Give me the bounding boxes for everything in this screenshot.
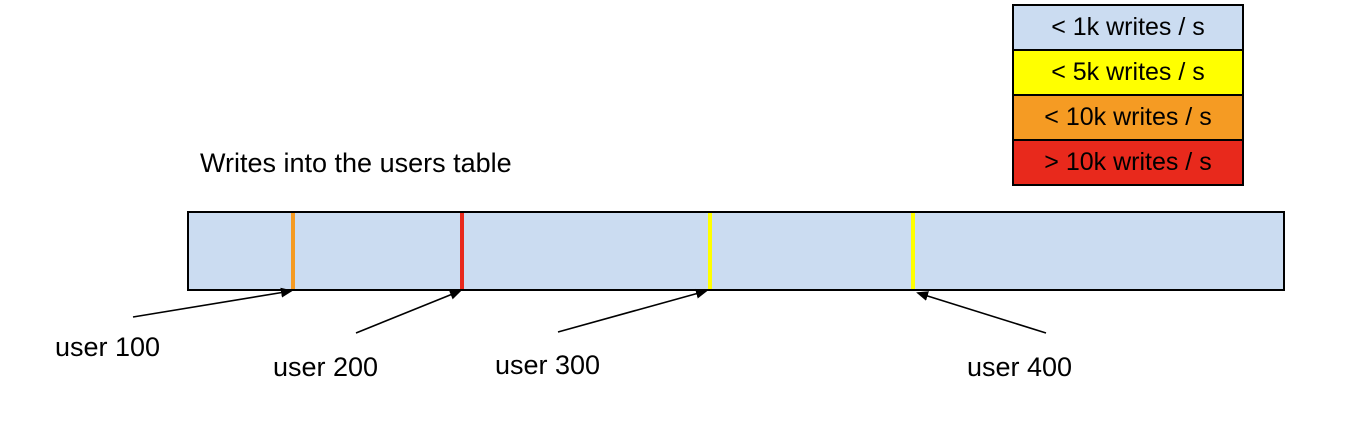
users-table-bar xyxy=(187,211,1285,291)
user-write-marker-line xyxy=(911,213,915,289)
legend-row-label: < 10k writes / s xyxy=(1044,103,1212,131)
diagram-title: Writes into the users table xyxy=(200,148,512,178)
write-rate-legend: < 1k writes / s < 5k writes / s < 10k writ… xyxy=(1012,4,1244,186)
legend-row: < 10k writes / s xyxy=(1012,94,1244,141)
arrow-line xyxy=(557,288,708,333)
legend-row: > 10k writes / s xyxy=(1012,139,1244,186)
legend-row: < 1k writes / s xyxy=(1012,4,1244,51)
arrow-line xyxy=(355,290,462,334)
arrow-line xyxy=(916,291,1047,334)
legend-row: < 5k writes / s xyxy=(1012,49,1244,96)
user-label: user 300 xyxy=(495,350,601,380)
user-label: user 400 xyxy=(967,352,1073,382)
user-write-marker-line xyxy=(291,213,295,289)
user-write-marker-line xyxy=(460,213,464,289)
legend-row-label: < 1k writes / s xyxy=(1051,13,1205,41)
user-label: user 100 xyxy=(55,332,161,362)
legend-row-label: > 10k writes / s xyxy=(1044,148,1212,176)
user-write-marker-line xyxy=(708,213,712,289)
user-label: user 200 xyxy=(273,352,379,382)
arrow-line xyxy=(132,287,293,318)
legend-row-label: < 5k writes / s xyxy=(1051,58,1205,86)
